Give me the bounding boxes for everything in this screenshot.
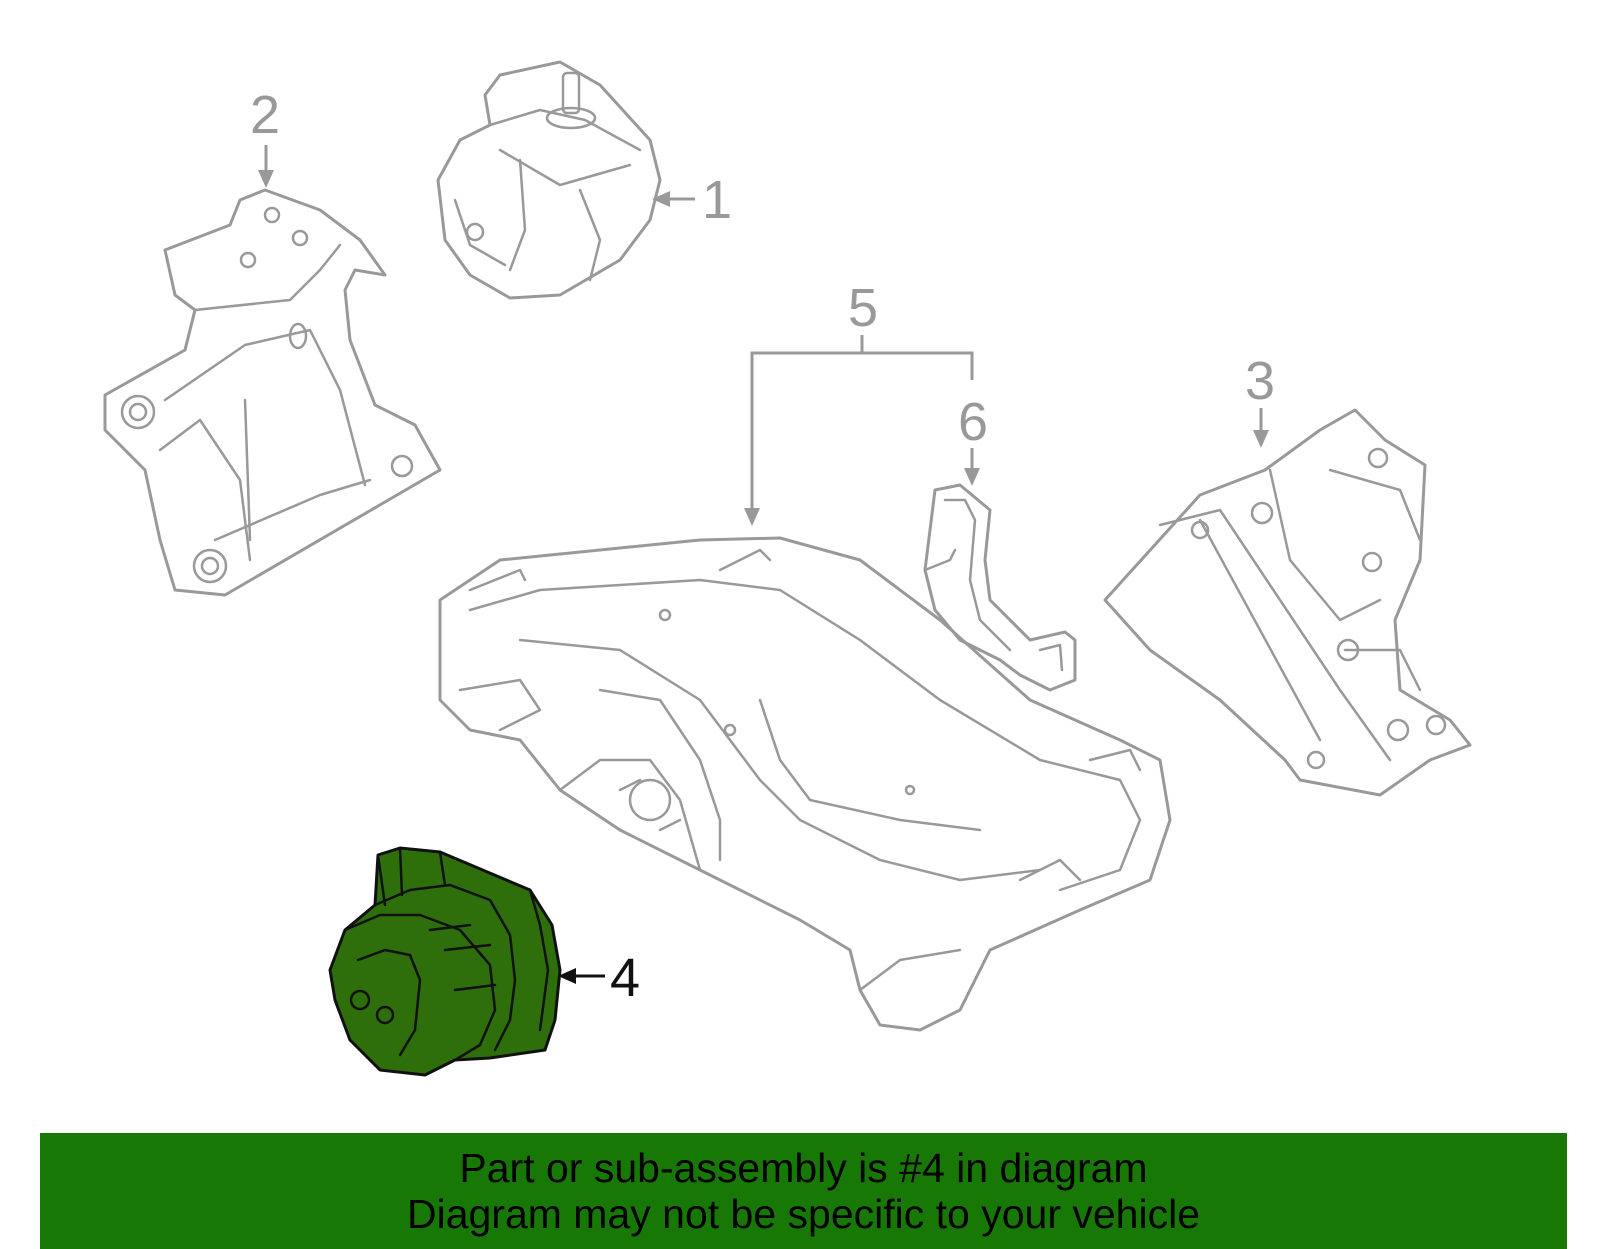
callout-1-label: 1 bbox=[702, 170, 732, 230]
callout-3: 3 bbox=[1245, 351, 1275, 448]
part-2-engine-bracket[interactable] bbox=[103, 188, 442, 597]
callout-2-label: 2 bbox=[250, 85, 280, 145]
part-3-engine-bracket[interactable] bbox=[1103, 408, 1472, 797]
info-banner: Part or sub-assembly is #4 in diagram Di… bbox=[40, 1133, 1567, 1249]
callout-6: 6 bbox=[958, 392, 988, 486]
part-6-bracket[interactable] bbox=[923, 483, 1077, 692]
callout-5-label: 5 bbox=[848, 278, 878, 338]
callout-6-label: 6 bbox=[958, 392, 988, 452]
part-4-engine-mount-highlighted[interactable] bbox=[328, 846, 562, 1077]
banner-line-1: Part or sub-assembly is #4 in diagram bbox=[459, 1145, 1148, 1191]
part-1-engine-mount[interactable] bbox=[436, 60, 662, 300]
banner-line-2: Diagram may not be specific to your vehi… bbox=[406, 1191, 1200, 1237]
part-5-subframe[interactable] bbox=[438, 536, 1172, 1032]
callout-1: 1 bbox=[652, 170, 732, 230]
callout-2: 2 bbox=[250, 85, 280, 188]
callout-4: 4 bbox=[558, 948, 640, 1008]
callout-3-label: 3 bbox=[1245, 351, 1275, 411]
callout-4-label: 4 bbox=[610, 948, 640, 1008]
callout-5: 5 bbox=[744, 278, 974, 526]
